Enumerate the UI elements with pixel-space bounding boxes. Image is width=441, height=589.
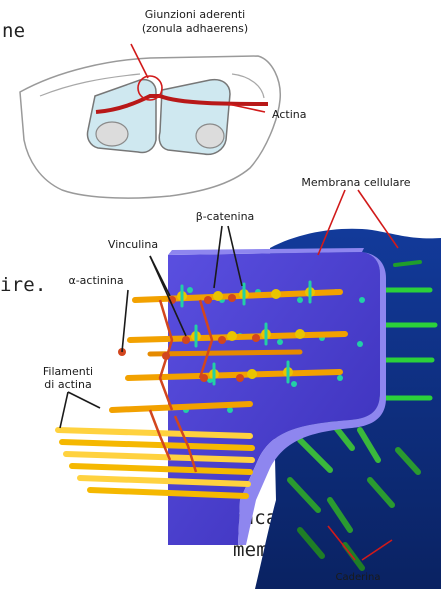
label-caderina: Caderina (336, 572, 381, 583)
label-adherens-2: (zonula adhaerens) (142, 22, 248, 35)
label-vinculina: Vinculina (108, 238, 158, 251)
label-alpha-actinina: α-actinina (68, 274, 123, 287)
label-filamenti-2: di actina (44, 378, 91, 391)
label-actina: Actina (272, 108, 306, 121)
label-filamenti-1: Filamenti (43, 365, 93, 378)
label-membrana-cellulare: Membrana cellulare (301, 176, 410, 189)
label-adherens-1: Giunzioni aderenti (145, 8, 246, 21)
left-nucleus (96, 122, 128, 146)
label-beta-catenina: β-catenina (196, 210, 255, 223)
right-nucleus (196, 124, 224, 148)
cell-inset (20, 56, 280, 198)
